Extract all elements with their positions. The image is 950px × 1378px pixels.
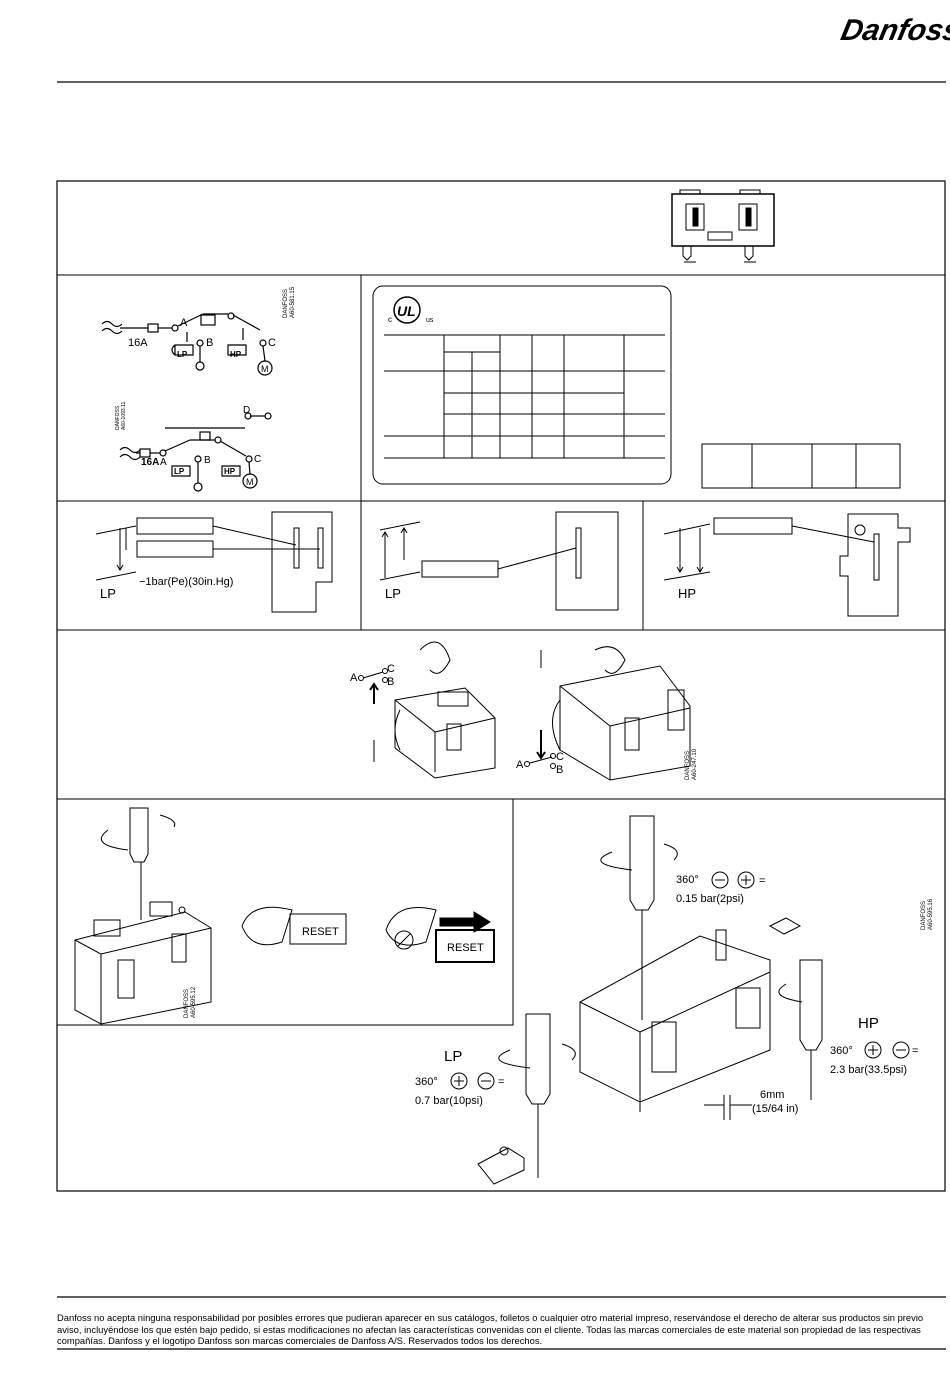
svg-text:RESET: RESET xyxy=(447,942,484,954)
svg-text:LP: LP xyxy=(177,350,188,359)
svg-text:−1bar(Pe)(30in.Hg): −1bar(Pe)(30in.Hg) xyxy=(139,576,233,588)
footer-disclaimer: Danfoss no acepta ninguna responsabilida… xyxy=(57,1312,924,1347)
svg-text:=: = xyxy=(759,875,765,887)
svg-text:=: = xyxy=(912,1045,918,1057)
svg-text:360°: 360° xyxy=(830,1045,853,1057)
svg-text:B: B xyxy=(556,764,563,776)
adjustment-illustration xyxy=(477,815,823,1185)
svg-text:16A: 16A xyxy=(141,457,159,468)
svg-text:Danfoss: Danfoss xyxy=(838,14,950,47)
svg-text:DANFOSS: DANFOSS xyxy=(115,405,121,430)
svg-text:LP: LP xyxy=(100,586,116,601)
svg-text:LP: LP xyxy=(444,1048,462,1065)
svg-text:M: M xyxy=(261,364,269,374)
setting-diagram-lp-1 xyxy=(95,511,333,613)
svg-text:16A: 16A xyxy=(128,337,148,349)
setting-diagram-hp xyxy=(663,513,911,617)
plus-minus-icons-hp xyxy=(864,1041,910,1059)
svg-text:C: C xyxy=(254,454,261,465)
svg-text:HP: HP xyxy=(678,586,696,601)
svg-text:HP: HP xyxy=(230,350,242,359)
svg-text:C: C xyxy=(556,751,564,763)
svg-text:A60-595.12: A60-595.12 xyxy=(191,986,197,1018)
svg-text:0.15 bar(2psi): 0.15 bar(2psi) xyxy=(676,893,744,905)
manual-test-illustration-2 xyxy=(524,646,691,781)
wiring-diagram-2 xyxy=(119,412,272,492)
svg-text:A: A xyxy=(516,759,524,771)
svg-text:C: C xyxy=(387,663,395,675)
plus-minus-icons-lp xyxy=(450,1072,495,1090)
danfoss-logo: Danfoss xyxy=(838,14,950,47)
contact-rating-box xyxy=(701,443,901,489)
svg-text:A60-1093.11: A60-1093.11 xyxy=(121,402,127,430)
setting-diagram-lp-2 xyxy=(379,511,619,611)
svg-text:HP: HP xyxy=(224,467,236,476)
svg-text:360°: 360° xyxy=(676,874,699,886)
svg-text:A60-247.10: A60-247.10 xyxy=(692,748,698,780)
svg-text:RESET: RESET xyxy=(302,926,339,938)
svg-text:DANFOSS: DANFOSS xyxy=(184,989,190,1018)
manual-test-illustration-1 xyxy=(358,641,496,779)
svg-text:LP: LP xyxy=(385,586,401,601)
svg-text:0.7 bar(10psi): 0.7 bar(10psi) xyxy=(415,1095,483,1107)
svg-text:DANFOSS: DANFOSS xyxy=(283,289,289,318)
wiring-diagram-1 xyxy=(101,312,273,376)
svg-text:A: A xyxy=(350,672,358,684)
svg-text:A: A xyxy=(160,457,167,468)
svg-text:HP: HP xyxy=(858,1015,879,1032)
svg-text:=: = xyxy=(498,1076,504,1088)
svg-text:LP: LP xyxy=(174,467,185,476)
svg-text:(15/64 in): (15/64 in) xyxy=(752,1103,798,1115)
svg-text:A60-595.16: A60-595.16 xyxy=(928,898,934,930)
svg-text:B: B xyxy=(204,455,211,466)
svg-text:C: C xyxy=(268,337,276,349)
svg-text:UL: UL xyxy=(397,303,416,319)
ul-rating-table xyxy=(372,285,672,485)
svg-text:DANFOSS: DANFOSS xyxy=(921,901,927,930)
svg-text:c: c xyxy=(388,315,392,324)
svg-text:6mm: 6mm xyxy=(760,1089,784,1101)
product-thumbnail xyxy=(671,189,775,263)
minus-plus-icons-top xyxy=(711,871,755,889)
reset-illustration xyxy=(74,807,495,1025)
svg-text:2.3 bar(33.5psi): 2.3 bar(33.5psi) xyxy=(830,1064,907,1076)
main-frame xyxy=(56,180,946,1192)
svg-text:A: A xyxy=(180,317,188,329)
svg-text:us: us xyxy=(426,317,434,324)
svg-text:B: B xyxy=(387,676,394,688)
svg-text:D: D xyxy=(243,405,250,416)
svg-text:DANFOSS: DANFOSS xyxy=(685,751,691,780)
svg-text:M: M xyxy=(246,477,254,487)
svg-text:B: B xyxy=(206,337,213,349)
svg-text:360°: 360° xyxy=(415,1076,438,1088)
svg-text:A60-581.15: A60-581.15 xyxy=(290,286,296,318)
